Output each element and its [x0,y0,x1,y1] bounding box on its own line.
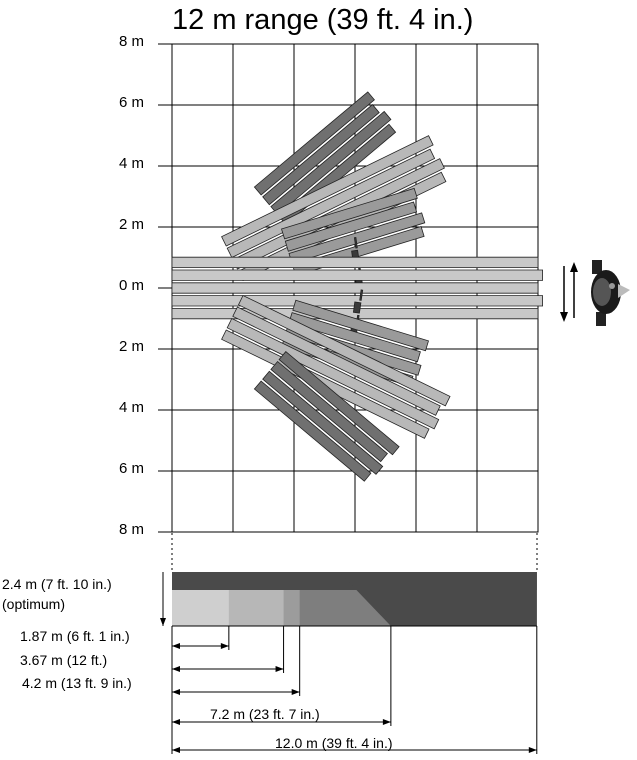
beam-strip [288,212,426,264]
beam-strip [171,295,543,307]
beam-strip [226,148,436,259]
y-tick-label: 0 m [118,277,144,294]
y-tick-label: 8 m [118,33,144,50]
beam-strip [237,294,451,407]
beam-strip [262,104,380,206]
y-tick-label: 4 m [118,399,144,416]
y-tick-label: 2 m [118,216,144,233]
arrow-head [172,719,180,725]
beam-strip [262,370,384,475]
beam-strip [253,91,375,196]
beam-strip [278,351,400,456]
pir-detector-icon [591,260,630,326]
arrow-head [172,643,180,649]
dimension-label: 3.67 m (12 ft.) [20,652,108,668]
arrow-head [382,719,391,725]
arrow-head [172,689,180,695]
beam-strip [171,282,539,294]
beam-strip [359,289,364,301]
y-tick-label: 6 m [118,460,144,477]
arrow-head [528,747,537,753]
top-view-coverage [158,43,543,533]
arrow-head [291,689,300,695]
y-tick-label: 2 m [118,338,144,355]
y-tick-label: 4 m [118,155,144,172]
arrow-head [172,747,180,753]
beam-pattern [171,91,543,482]
arrow-head [160,618,166,626]
beam-strip [353,237,358,249]
arrow-head [172,666,180,672]
beam-strip [232,306,441,416]
beam-strip [270,360,388,463]
beam-strip [292,299,429,352]
beam-strip [280,187,418,240]
beam-strip [226,317,440,430]
coverage-zone [339,572,537,626]
mount-height-note: (optimum) [2,596,66,612]
arrow-head [220,643,229,649]
beam-strip [253,380,372,482]
beam-strip [288,312,421,363]
dimension-label: 4.2 m (13 ft. 9 in.) [22,675,132,691]
beam-strip [221,329,430,439]
beam-strip [171,256,539,269]
dimension-label: 7.2 m (23 ft. 7 in.) [210,706,320,722]
y-tick-label: 6 m [118,94,144,111]
beam-strip [270,110,392,216]
beam-strip [221,135,434,247]
mount-height-label: 2.4 m (7 ft. 10 in.) [2,576,112,592]
y-tick-label: 8 m [118,521,144,538]
diagram-title: 12 m range (39 ft. 4 in.) [172,4,474,36]
dimension-label: 1.87 m (6 ft. 1 in.) [20,628,130,644]
up-down-arrows-icon [560,262,578,322]
beam-strip [352,301,362,314]
beam-strip [284,201,418,252]
dimension-label: 12.0 m (39 ft. 4 in.) [275,735,393,751]
arrow-head [275,666,284,672]
beam-strip [171,269,543,281]
